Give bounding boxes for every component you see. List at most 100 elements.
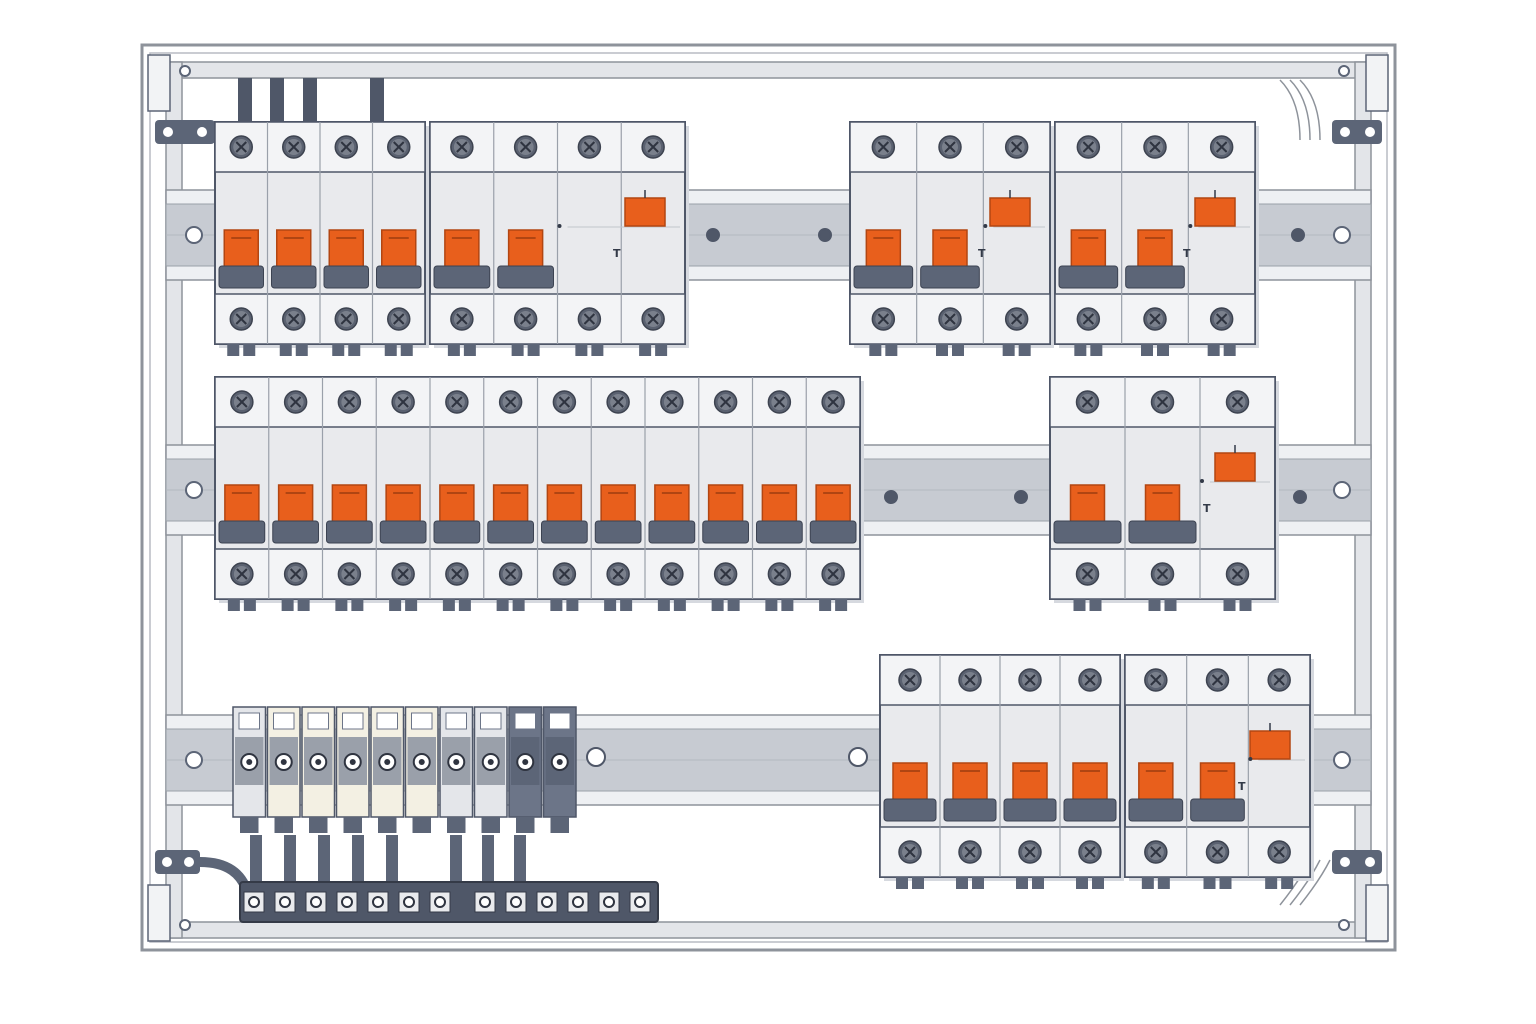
breaker-handle xyxy=(756,520,803,544)
mounting-hole-icon xyxy=(818,228,832,242)
screw-icon xyxy=(634,896,646,908)
screw-icon xyxy=(572,896,584,908)
breaker-handle xyxy=(1128,520,1197,544)
screw-icon xyxy=(641,135,666,159)
mounting-hole-icon xyxy=(706,228,720,242)
screw-icon xyxy=(434,896,446,908)
mounting-hole-icon xyxy=(185,226,203,244)
screw-icon xyxy=(552,390,577,414)
cable-routing xyxy=(1279,79,1331,906)
screw-icon xyxy=(938,307,962,331)
corner-clamp-icon xyxy=(147,54,1389,942)
breaker-handle xyxy=(1125,265,1185,289)
wire xyxy=(250,835,262,895)
screw-icon xyxy=(513,135,538,159)
breaker-toggle xyxy=(1144,484,1181,524)
wire xyxy=(284,835,296,895)
screw-icon xyxy=(229,390,254,414)
breaker-toggle xyxy=(381,229,417,269)
screw-icon xyxy=(821,562,846,586)
screw-icon xyxy=(577,307,602,331)
screw-icon xyxy=(958,840,982,864)
screw-icon xyxy=(541,896,553,908)
screw-icon xyxy=(821,390,846,414)
screw-icon xyxy=(1267,840,1292,864)
screw-icon xyxy=(767,562,792,586)
screw-icon xyxy=(337,390,362,414)
mounting-hole-icon xyxy=(1333,226,1351,244)
screw-icon xyxy=(279,896,291,908)
breaker-toggle xyxy=(1070,229,1107,269)
wire xyxy=(318,835,330,895)
test-label: T xyxy=(978,247,986,260)
screw-icon xyxy=(606,390,631,414)
breaker-handle xyxy=(883,798,937,822)
screw-icon xyxy=(248,896,260,908)
breaker-toggle xyxy=(952,762,988,802)
breaker-handle xyxy=(809,520,857,544)
rcd-module: T xyxy=(1049,376,1279,611)
mounting-hole-icon xyxy=(848,747,868,767)
breaker-handle xyxy=(1190,798,1245,822)
breaker-handle xyxy=(218,265,264,289)
screw-icon xyxy=(1018,840,1042,864)
screw-icon xyxy=(1004,307,1029,331)
mcb-module xyxy=(214,376,864,611)
breaker-handle xyxy=(433,265,491,289)
breaker-toggle xyxy=(932,229,968,269)
mounting-hole-icon xyxy=(1014,490,1028,504)
test-button xyxy=(1214,452,1256,482)
screw-icon xyxy=(449,135,474,159)
screw-icon xyxy=(713,562,738,586)
breaker-handle xyxy=(376,265,422,289)
mounting-hole-icon xyxy=(185,481,203,499)
breaker-handle xyxy=(943,798,997,822)
screw-icon xyxy=(281,307,306,331)
screw-icon xyxy=(606,562,631,586)
rcd-module: T xyxy=(1124,654,1314,889)
mcb-module xyxy=(879,654,1124,889)
breaker-toggle xyxy=(1199,762,1236,802)
breaker-toggle xyxy=(507,229,544,269)
mcb-module xyxy=(214,121,429,356)
wire xyxy=(514,835,526,895)
breaker-handle xyxy=(702,520,749,544)
breaker-handle xyxy=(648,520,696,544)
screw-icon xyxy=(498,562,523,586)
breaker-toggle xyxy=(1138,762,1174,802)
screw-icon xyxy=(513,307,538,331)
screw-icon xyxy=(1075,390,1100,414)
breaker-handle xyxy=(1053,520,1122,544)
breaker-toggle xyxy=(1069,484,1106,524)
screw-icon xyxy=(1143,135,1167,159)
breaker-toggle xyxy=(865,229,902,269)
test-button xyxy=(1249,730,1291,760)
screw-icon xyxy=(283,562,308,586)
screw-icon xyxy=(498,390,523,414)
test-label: T xyxy=(1183,247,1191,260)
screw-icon xyxy=(1209,307,1234,331)
breaker-handle xyxy=(323,265,369,289)
screw-icon xyxy=(229,135,254,159)
screw-icon xyxy=(871,307,896,331)
breaker-handle xyxy=(433,520,481,544)
mounting-hole-icon xyxy=(1291,228,1305,242)
neutral-busbar xyxy=(199,835,659,923)
screw-icon xyxy=(1143,307,1167,331)
mounting-hole-icon xyxy=(1293,490,1307,504)
screw-icon xyxy=(938,135,962,159)
breaker-toggle xyxy=(444,229,480,269)
breaker-handle xyxy=(1003,798,1057,822)
screw-icon xyxy=(871,135,896,159)
screw-icon xyxy=(552,562,577,586)
row-bottom: T xyxy=(232,654,1314,889)
breaker-toggle xyxy=(223,229,259,269)
breaker-toggle xyxy=(1137,229,1173,269)
breaker-handle xyxy=(271,265,317,289)
breaker-handle xyxy=(594,520,642,544)
breaker-handle xyxy=(1058,265,1119,289)
screw-icon xyxy=(898,840,922,864)
screw-icon xyxy=(391,390,416,414)
